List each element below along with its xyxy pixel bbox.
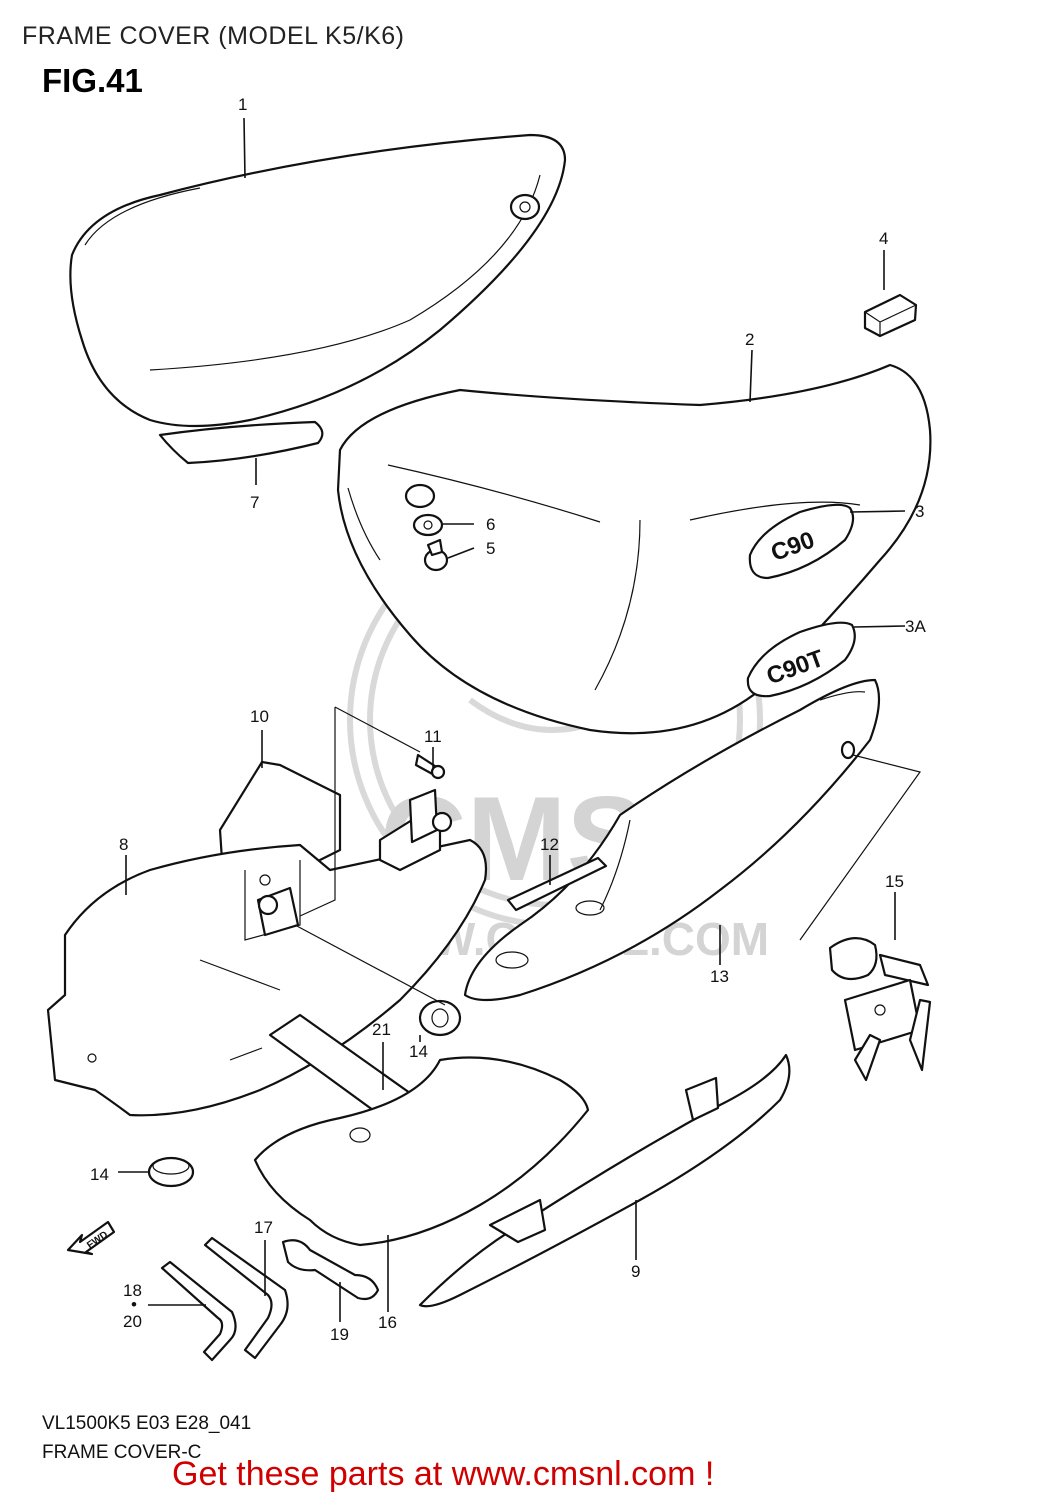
part-12-rod[interactable] <box>506 856 608 912</box>
part-11-bolt[interactable] <box>414 753 446 780</box>
part-2-side-cover[interactable] <box>336 363 932 735</box>
diagram-name: FRAME COVER-C <box>42 1442 202 1463</box>
label-part-14-upper: 14 <box>409 1042 428 1061</box>
part-18-20-hex-wrench[interactable] <box>160 1260 237 1362</box>
bracket-mount[interactable] <box>256 788 453 937</box>
label-part-20: 20 <box>123 1312 142 1331</box>
diagram-title: FRAME COVER (MODEL K5/K6) <box>22 22 405 50</box>
label-part-17: 17 <box>254 1218 273 1237</box>
part-5-screw[interactable] <box>423 538 449 572</box>
label-part-4: 4 <box>879 229 888 248</box>
label-part-18: 18 <box>123 1281 142 1300</box>
label-part-15: 15 <box>885 872 904 891</box>
fwd-arrow-icon: FWD <box>66 1220 116 1256</box>
part-number-labels: 1 2 3 3A 4 5 6 7 8 9 10 11 12 13 14 14 1… <box>90 95 926 1344</box>
part-13-frame-cover-lower[interactable] <box>463 678 881 1002</box>
part-3-c90-emblem[interactable]: C90 <box>748 503 855 580</box>
figure-number: FIG.41 <box>42 62 143 99</box>
label-part-14-lower: 14 <box>90 1165 109 1184</box>
label-part-11: 11 <box>424 727 442 746</box>
label-part-1: 1 <box>238 95 247 114</box>
label-part-10: 10 <box>250 707 269 726</box>
label-part-6: 6 <box>486 515 495 534</box>
part-17-hex-wrench[interactable] <box>203 1236 289 1360</box>
label-part-19: 19 <box>330 1325 349 1344</box>
part-15-ignition-key-set[interactable] <box>828 937 932 1082</box>
label-part-5: 5 <box>486 539 495 558</box>
label-part-9: 9 <box>631 1262 640 1281</box>
label-part-3: 3 <box>915 502 924 521</box>
part-9-side-cover-lower[interactable] <box>418 1053 791 1308</box>
label-part-13: 13 <box>710 967 729 986</box>
label-part-7: 7 <box>250 493 259 512</box>
part-1-frame-cover-upper[interactable] <box>69 133 567 428</box>
part-14-grommet-lower[interactable] <box>147 1156 195 1188</box>
part-7-cover-flap[interactable] <box>158 420 324 465</box>
part-3a-c90t-emblem[interactable]: C90T <box>746 621 856 698</box>
label-dot-separator: • <box>131 1295 137 1314</box>
part-4-cushion[interactable] <box>863 293 918 338</box>
part-14-grommet-upper[interactable] <box>418 999 462 1037</box>
diagram-code: VL1500K5 E03 E28_041 <box>42 1413 252 1434</box>
label-part-8: 8 <box>119 835 128 854</box>
label-part-21: 21 <box>372 1020 391 1039</box>
part-16-tool-bag[interactable] <box>253 1056 590 1247</box>
label-part-12: 12 <box>540 835 559 854</box>
part-8-battery-box[interactable] <box>46 838 488 1117</box>
label-part-2: 2 <box>745 330 754 349</box>
part-6-grommet[interactable] <box>412 513 444 537</box>
part-19-spanner[interactable] <box>281 1239 380 1301</box>
label-part-3a: 3A <box>905 617 926 636</box>
label-part-16: 16 <box>378 1313 397 1332</box>
leader-lines <box>118 117 921 1322</box>
promo-link[interactable]: Get these parts at www.cmsnl.com ! <box>172 1455 715 1493</box>
